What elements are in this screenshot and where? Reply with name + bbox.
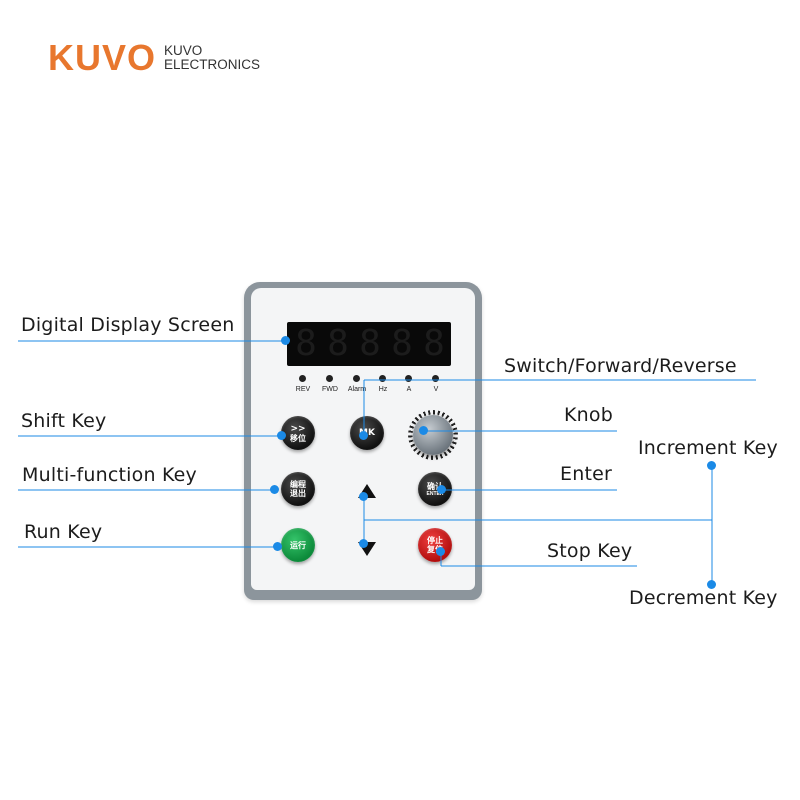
display-digit: 8 xyxy=(423,323,445,364)
enter-key-label-en: ENTER xyxy=(426,490,444,497)
label-increment-key: Increment Key xyxy=(638,437,778,459)
indicator-label-a: A xyxy=(406,386,412,393)
rotary-knob[interactable] xyxy=(413,415,453,455)
run-key-button[interactable]: 运行 xyxy=(281,528,315,562)
brand-name: KUVO ELECTRONICS xyxy=(164,44,260,72)
shift-key-arrows: >> xyxy=(290,423,306,434)
callout-dot-display xyxy=(281,336,290,345)
display-digit: 8 xyxy=(327,323,349,364)
stop-key-label-1: 停止 xyxy=(427,536,443,545)
v-led xyxy=(432,375,439,382)
multi-function-key-button[interactable]: 编程 退出 xyxy=(281,472,315,506)
callout-dot-decrement xyxy=(707,580,716,589)
brand-logo: KUVO KUVO ELECTRONICS xyxy=(48,40,260,76)
alarm-led xyxy=(353,375,360,382)
callout-dot-run xyxy=(273,542,282,551)
enter-button[interactable]: 确认 ENTER xyxy=(418,472,452,506)
digital-display-screen: 8 8 8 8 8 xyxy=(287,322,451,366)
a-led xyxy=(405,375,412,382)
callout-dot-up xyxy=(359,492,368,501)
callout-dot-switch xyxy=(359,431,368,440)
stop-key-button[interactable]: 停止 复位 xyxy=(418,528,452,562)
rev-led xyxy=(299,375,306,382)
label-knob: Knob xyxy=(564,404,613,426)
enter-key-label-cn: 确认 xyxy=(427,481,443,491)
label-switch-forward-reverse: Switch/Forward/Reverse xyxy=(504,355,737,377)
label-stop-key: Stop Key xyxy=(547,540,633,562)
label-enter: Enter xyxy=(560,463,612,485)
fwd-led xyxy=(326,375,333,382)
callout-dot-knob xyxy=(419,426,428,435)
label-multi-function-key: Multi-function Key xyxy=(22,464,197,486)
label-run-key: Run Key xyxy=(24,521,103,543)
indicator-label-v: V xyxy=(433,386,439,393)
brand-logo-mark: KUVO xyxy=(48,37,157,78)
label-digital-display-screen: Digital Display Screen xyxy=(21,314,235,336)
callout-dot-multi-function xyxy=(270,485,279,494)
callout-dot-enter xyxy=(437,485,446,494)
stop-key-label-2: 复位 xyxy=(427,545,443,554)
shift-key-label: 移位 xyxy=(290,433,306,443)
label-shift-key: Shift Key xyxy=(21,410,107,432)
callout-dot-down xyxy=(359,539,368,548)
program-key-label-2: 退出 xyxy=(290,489,306,498)
display-digit: 8 xyxy=(359,323,381,364)
callout-dot-shift xyxy=(277,431,286,440)
display-digit: 8 xyxy=(295,323,317,364)
brand-name-line1: KUVO xyxy=(164,43,203,58)
indicator-label-rev: REV xyxy=(295,386,311,393)
callout-dot-stop xyxy=(436,547,445,556)
label-decrement-key: Decrement Key xyxy=(629,587,778,609)
shift-key-button[interactable]: >> 移位 xyxy=(281,416,315,450)
callout-dot-increment xyxy=(707,461,716,470)
indicator-label-alarm: Alarm xyxy=(347,386,367,393)
run-key-label: 运行 xyxy=(290,540,306,550)
indicator-label-hz: Hz xyxy=(378,386,388,393)
display-digit: 8 xyxy=(391,323,413,364)
brand-name-line2: ELECTRONICS xyxy=(164,57,261,72)
hz-led xyxy=(379,375,386,382)
program-key-label-1: 编程 xyxy=(290,480,306,489)
indicator-label-fwd: FWD xyxy=(322,386,338,393)
